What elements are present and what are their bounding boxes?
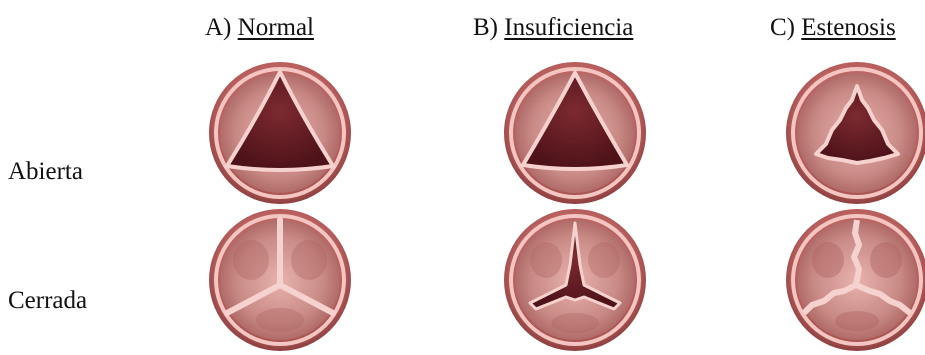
column-letter: B) <box>473 14 498 41</box>
column-name: Normal <box>238 14 314 41</box>
valve-normal-open <box>205 58 355 208</box>
row-label-cerrada: Cerrada <box>8 287 87 315</box>
column-title-insuficiencia: B) Insuficiencia <box>473 14 633 42</box>
column-title-estenosis: C) Estenosis <box>770 14 896 42</box>
valve-insuficiencia-open <box>500 58 650 208</box>
valve-estenosis-open <box>782 58 925 208</box>
valve-insuficiencia-closed <box>500 205 650 355</box>
column-name: Insuficiencia <box>504 14 633 41</box>
valve-estenosis-closed <box>782 205 925 355</box>
column-name: Estenosis <box>801 14 895 41</box>
column-letter: C) <box>770 14 795 41</box>
column-letter: A) <box>205 14 231 41</box>
row-label-abierta: Abierta <box>8 158 83 186</box>
valve-normal-closed <box>205 205 355 355</box>
column-title-normal: A) Normal <box>205 14 314 42</box>
